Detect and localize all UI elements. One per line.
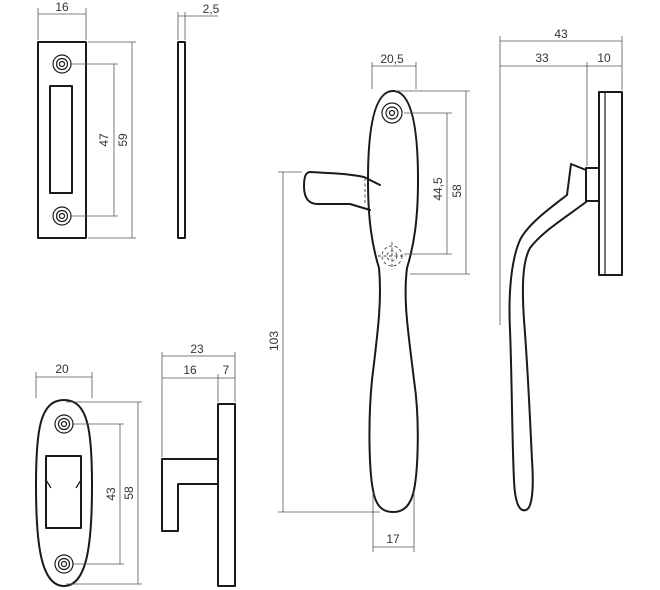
dim-keeper-height: 58 — [66, 401, 142, 585]
label-handle-hole-spacing: 44,5 — [431, 177, 445, 201]
label-handle-length: 103 — [267, 331, 281, 351]
keeper-top-screw — [54, 414, 74, 434]
strike-plate-side — [177, 41, 186, 239]
strike-plate-front — [37, 41, 87, 239]
label-handle-rose-width: 20,5 — [380, 52, 404, 66]
label-handle-rose-height: 58 — [450, 184, 464, 198]
keeper-side — [161, 403, 236, 587]
strike-plate-slot — [49, 85, 73, 194]
handle-side — [508, 91, 623, 512]
keeper-slot — [45, 455, 82, 529]
label-strike-plate-width: 16 — [55, 0, 69, 14]
label-keeper-base-depth: 7 — [223, 363, 230, 377]
handle-side-base — [598, 91, 623, 276]
dim-handle-rose-width: 20,5 — [371, 52, 417, 89]
dim-keeper-width: 20 — [35, 362, 93, 398]
label-strike-plate-height: 59 — [116, 133, 130, 147]
handle-top-screw — [381, 102, 403, 124]
label-side-total-depth: 43 — [554, 27, 568, 41]
label-strike-plate-hole-spacing: 47 — [97, 133, 111, 147]
dim-handle-hole-spacing: 44,5 — [404, 112, 452, 255]
label-keeper-total-depth: 23 — [190, 342, 204, 356]
label-keeper-height: 58 — [122, 486, 136, 500]
strike-plate-top-screw — [52, 54, 72, 74]
handle-body — [367, 90, 419, 513]
dim-handle-length: 103 — [267, 171, 380, 513]
dim-strike-plate-height: 59 — [88, 41, 136, 239]
handle-lever — [303, 171, 381, 211]
label-keeper-width: 20 — [55, 362, 69, 376]
label-side-base-depth: 10 — [597, 51, 611, 65]
strike-plate-bottom-screw — [52, 206, 72, 226]
dim-keeper-hole-spacing: 43 — [72, 423, 124, 565]
label-keeper-hole-spacing: 43 — [104, 487, 118, 501]
keeper-outline — [35, 399, 93, 587]
dim-strike-plate-thickness: 2,5 — [177, 2, 220, 40]
label-strike-plate-thickness: 2,5 — [203, 2, 220, 16]
dim-strike-plate-width: 16 — [37, 0, 87, 40]
keeper-side-base — [217, 403, 236, 587]
label-side-handle-depth: 33 — [535, 51, 549, 65]
handle-side-body — [508, 163, 587, 512]
label-keeper-hook-depth: 16 — [183, 363, 197, 377]
dim-strike-plate-hole-spacing: 47 — [70, 63, 118, 217]
dim-handle-grip-width: 17 — [372, 492, 415, 552]
keeper-bottom-screw — [54, 554, 74, 574]
dim-side-depth: 43 33 10 — [499, 27, 623, 325]
keeper-side-hook — [161, 458, 219, 532]
dim-keeper-depth: 23 16 7 — [161, 342, 236, 457]
handle-side-spindle — [585, 167, 600, 202]
keeper-front — [35, 399, 93, 587]
strike-plate-outline — [37, 41, 87, 239]
label-handle-grip-width: 17 — [386, 532, 400, 546]
dim-handle-rose-height: 58 — [395, 90, 470, 275]
handle-front — [303, 90, 419, 513]
handle-spindle-position — [378, 242, 406, 270]
